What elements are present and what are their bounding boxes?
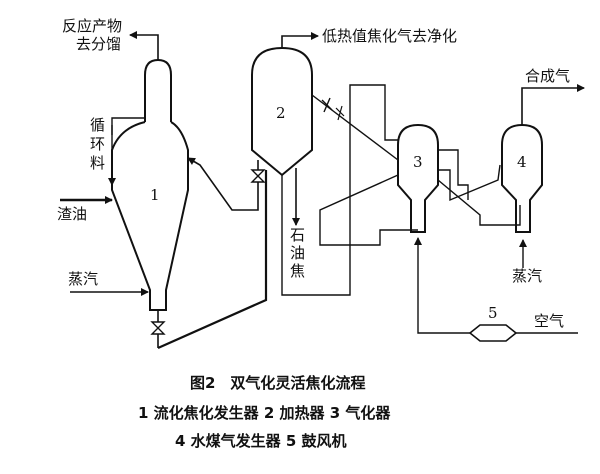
- valve-heater: [250, 169, 266, 183]
- label-reaction-product-1: 反应产物: [62, 17, 122, 35]
- unit-number-1: 1: [150, 186, 160, 204]
- unit-number-5: 5: [488, 304, 498, 322]
- valve-reactor-bottom: [150, 321, 166, 335]
- heater-vessel-2: [251, 46, 313, 177]
- label-recycle-2: 环: [90, 135, 105, 153]
- air-to-gasifier-line: [414, 237, 470, 334]
- label-residue-oil: 渣油: [57, 205, 87, 223]
- hot-coke-return: [187, 157, 250, 211]
- product-line: [129, 31, 159, 60]
- low-heat-gas-line: [281, 32, 319, 48]
- label-coke-1: 石: [290, 226, 305, 244]
- valve-heater-gasifier: [321, 97, 333, 113]
- unit-number-2: 2: [276, 104, 286, 122]
- blower-5: [468, 324, 518, 342]
- label-coke-2: 油: [290, 244, 305, 262]
- syngas-line: [521, 84, 585, 125]
- unit-number-4: 4: [517, 153, 527, 171]
- figure-title: 图2 双气化灵活焦化流程: [190, 374, 365, 392]
- recycle-line: [111, 117, 145, 135]
- label-steam-right: 蒸汽: [512, 267, 542, 285]
- label-low-heat-gas: 低热值焦化气去净化: [322, 27, 457, 45]
- label-recycle-3: 料: [90, 154, 105, 172]
- caption-line-1: 1 流化焦化发生器 2 加热器 3 气化器: [138, 404, 391, 422]
- label-syngas: 合成气: [525, 67, 570, 85]
- label-recycle-1: 循: [90, 116, 105, 134]
- reactor-vessel-1: [111, 58, 189, 311]
- caption-line-2: 4 水煤气发生器 5 鼓风机: [175, 432, 347, 450]
- unit-number-3: 3: [413, 153, 423, 171]
- label-coke-3: 焦: [290, 262, 305, 280]
- label-reaction-product-2: 去分馏: [76, 35, 121, 53]
- label-steam-left: 蒸汽: [68, 270, 98, 288]
- label-air: 空气: [534, 312, 564, 330]
- coke-transfer-line: [157, 170, 268, 350]
- water-gas-generator-4: [501, 123, 543, 233]
- gasifier-vessel-3: [397, 123, 439, 233]
